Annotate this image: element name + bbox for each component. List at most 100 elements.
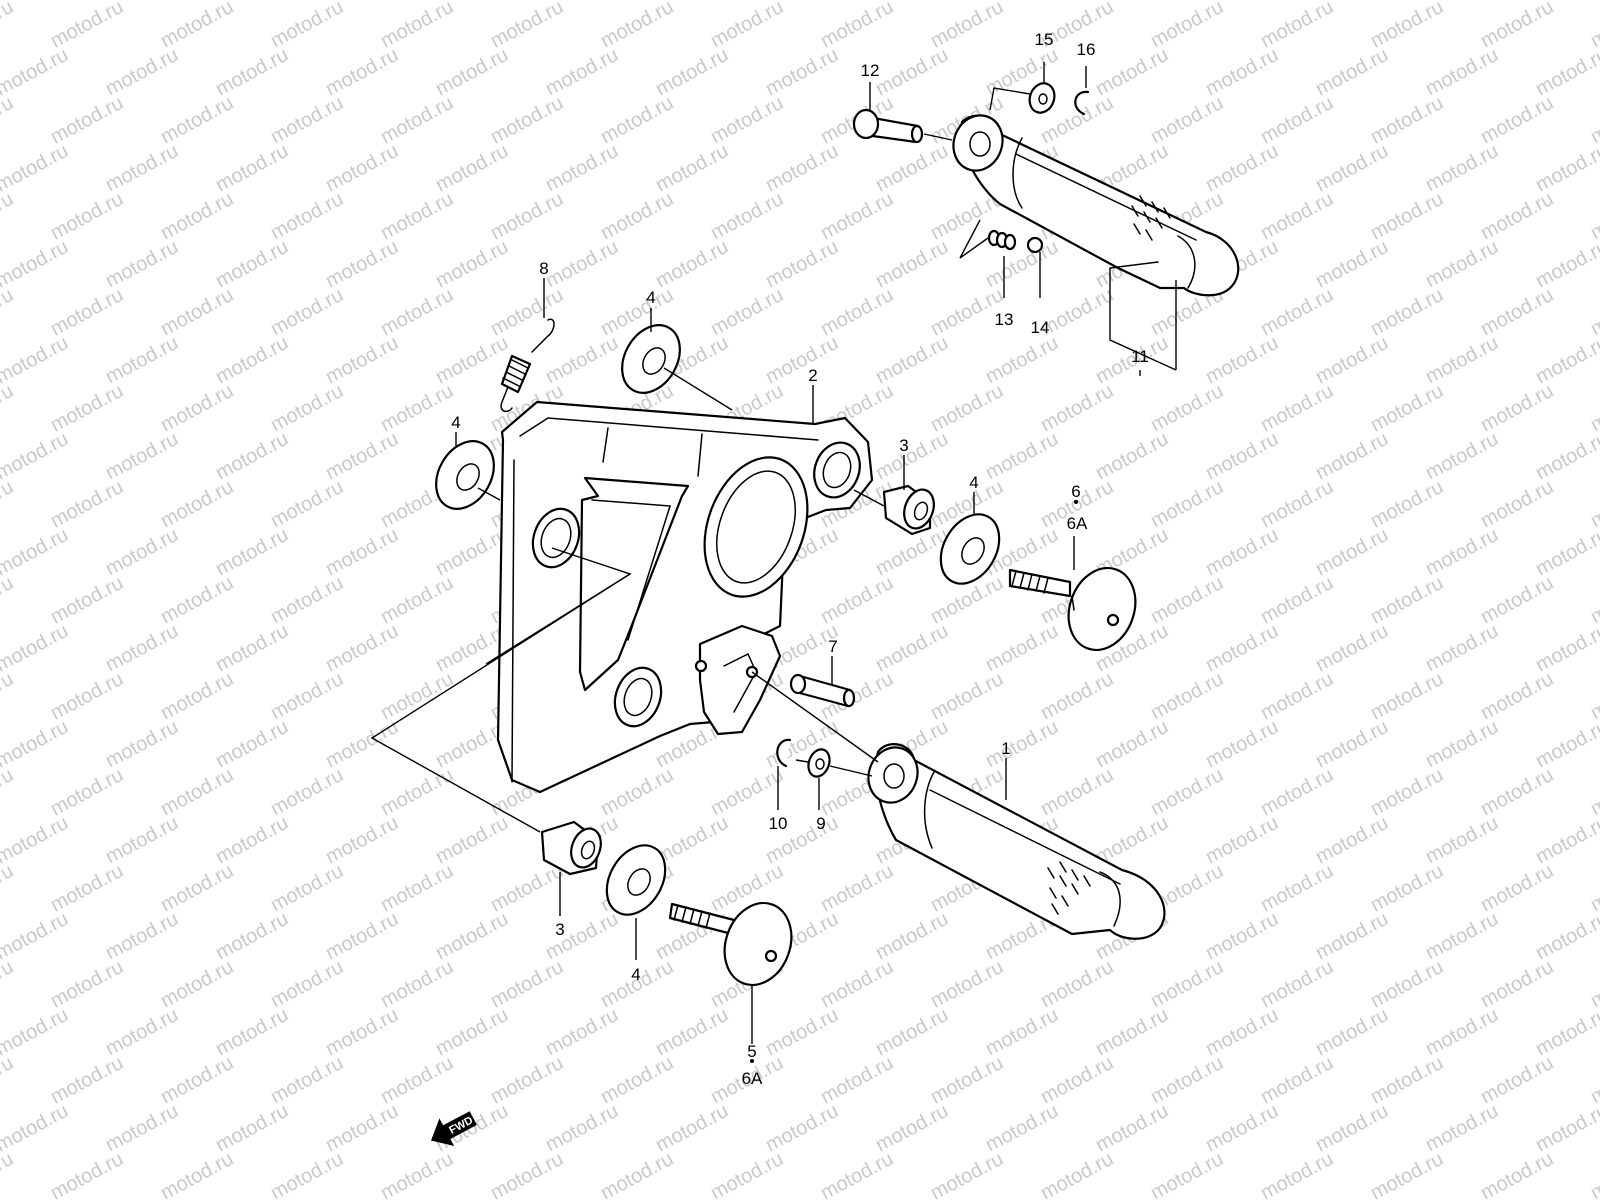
watermark-text: motod.ru — [1532, 908, 1600, 964]
watermark-text: motod.ru — [487, 284, 567, 340]
watermark-text: motod.ru — [872, 428, 952, 484]
watermark-text: motod.ru — [157, 476, 237, 532]
watermark-text: motod.ru — [1312, 428, 1392, 484]
watermark-text: motod.ru — [0, 812, 72, 868]
callout-2: 2 — [808, 366, 817, 385]
watermark-text: motod.ru — [102, 716, 182, 772]
watermark-text: motod.ru — [0, 1148, 17, 1200]
watermark-text: motod.ru — [487, 92, 567, 148]
watermark-text: motod.ru — [157, 1148, 237, 1200]
watermark-text: motod.ru — [542, 236, 622, 292]
watermark-text: motod.ru — [1257, 956, 1337, 1012]
bushing-lower — [540, 820, 602, 876]
watermark-text: motod.ru — [1037, 668, 1117, 724]
watermark-text: motod.ru — [817, 188, 897, 244]
watermark-text: motod.ru — [212, 332, 292, 388]
callout-10: 10 — [769, 814, 788, 833]
watermark-text: motod.ru — [872, 620, 952, 676]
watermark-text: motod.ru — [542, 140, 622, 196]
watermark-text: motod.ru — [1092, 1100, 1172, 1156]
watermark-text: motod.ru — [1312, 236, 1392, 292]
watermark-text: motod.ru — [1312, 140, 1392, 196]
watermark-text: motod.ru — [1367, 92, 1447, 148]
watermark-text: motod.ru — [1477, 284, 1557, 340]
watermark-text: motod.ru — [1367, 764, 1447, 820]
watermark-text: motod.ru — [0, 188, 17, 244]
watermark-text: motod.ru — [267, 764, 347, 820]
watermark-text: motod.ru — [0, 620, 72, 676]
watermark-text: motod.ru — [1202, 524, 1282, 580]
washer-small — [807, 748, 831, 778]
watermark-text: motod.ru — [212, 620, 292, 676]
watermark-text: motod.ru — [212, 524, 292, 580]
watermark-text: motod.ru — [0, 92, 17, 148]
watermark-text: motod.ru — [1092, 428, 1172, 484]
footrest-front — [867, 743, 1166, 940]
watermark-text: motod.ru — [157, 92, 237, 148]
watermark-text: motod.ru — [1312, 716, 1392, 772]
watermark-text: motod.ru — [157, 860, 237, 916]
watermark-text: motod.ru — [817, 956, 897, 1012]
callout-4-top: 4 — [646, 288, 655, 307]
bushing-upper — [882, 484, 935, 536]
watermark-text: motod.ru — [0, 716, 72, 772]
watermark-text: motod.ru — [982, 716, 1062, 772]
callouts: 8 4 2 4 3 4 6 6A 7 1 10 9 3 4 5 6A 12 15… — [451, 30, 1149, 1088]
watermark-text: motod.ru — [1037, 764, 1117, 820]
watermark-text: motod.ru — [707, 92, 787, 148]
watermark-text: motod.ru — [1202, 812, 1282, 868]
watermark-text: motod.ru — [817, 1148, 897, 1200]
callout-12: 12 — [861, 61, 880, 80]
watermark-text: motod.ru — [322, 1100, 402, 1156]
watermark-text: motod.ru — [1312, 524, 1392, 580]
watermark-text: motod.ru — [817, 860, 897, 916]
watermark-text: motod.ru — [1367, 668, 1447, 724]
watermark-text: motod.ru — [1587, 476, 1600, 532]
watermark-text: motod.ru — [1422, 140, 1502, 196]
watermark-text: motod.ru — [377, 1052, 457, 1108]
watermark-text: motod.ru — [1422, 428, 1502, 484]
watermark-text: motod.ru — [47, 956, 127, 1012]
watermark-text: motod.ru — [872, 1100, 952, 1156]
watermark-text: motod.ru — [1587, 1148, 1600, 1200]
watermark-text: motod.ru — [377, 284, 457, 340]
watermark-text: motod.ru — [982, 1004, 1062, 1060]
watermark-text: motod.ru — [1477, 1052, 1557, 1108]
watermark-text: motod.ru — [927, 380, 1007, 436]
watermark-text: motod.ru — [1092, 1004, 1172, 1060]
callout-5: 5 — [747, 1042, 756, 1061]
callout-4-right: 4 — [969, 473, 978, 492]
watermark-text: motod.ru — [1422, 1004, 1502, 1060]
callout-13: 13 — [995, 310, 1014, 329]
watermark-text: motod.ru — [1532, 1004, 1600, 1060]
watermark-text: motod.ru — [1477, 188, 1557, 244]
watermark-text: motod.ru — [1312, 620, 1392, 676]
e-clip-rear — [1074, 90, 1090, 116]
watermark-text: motod.ru — [1532, 236, 1600, 292]
watermark-text: motod.ru — [102, 236, 182, 292]
watermark-text: motod.ru — [47, 476, 127, 532]
watermark-text: motod.ru — [212, 1100, 292, 1156]
watermark-text: motod.ru — [267, 956, 347, 1012]
watermark-text: motod.ru — [1477, 1148, 1557, 1200]
watermark-text: motod.ru — [1532, 812, 1600, 868]
watermark-text: motod.ru — [927, 668, 1007, 724]
watermark-text: motod.ru — [652, 44, 732, 100]
watermark-text: motod.ru — [432, 332, 512, 388]
callout-4-lower: 4 — [631, 965, 640, 984]
watermark-text: motod.ru — [1037, 1052, 1117, 1108]
callout-16: 16 — [1077, 40, 1096, 59]
watermark-text: motod.ru — [377, 188, 457, 244]
watermark-text: motod.ru — [927, 1148, 1007, 1200]
watermark-text: motod.ru — [487, 860, 567, 916]
watermark-text: motod.ru — [1422, 812, 1502, 868]
watermark-text: motod.ru — [1587, 572, 1600, 628]
watermark-text: motod.ru — [267, 1148, 347, 1200]
watermark-text: motod.ru — [817, 1052, 897, 1108]
watermark-text: motod.ru — [432, 140, 512, 196]
watermark-text: motod.ru — [872, 44, 952, 100]
watermark-text: motod.ru — [212, 44, 292, 100]
watermark-text: motod.ru — [102, 44, 182, 100]
watermark-text: motod.ru — [102, 812, 182, 868]
watermark-text: motod.ru — [1092, 44, 1172, 100]
